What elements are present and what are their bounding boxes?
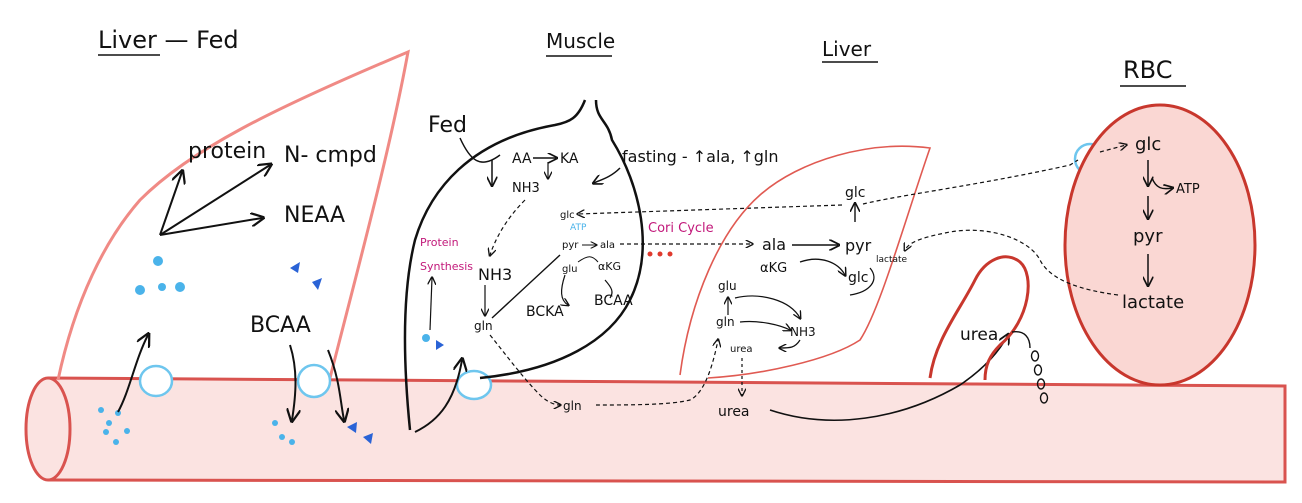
liver-glu: glu bbox=[718, 279, 737, 293]
blood-gln: gln bbox=[563, 399, 582, 413]
fasting-label: fasting - ↑ala, ↑gln bbox=[622, 147, 779, 166]
liver-fed-arrows bbox=[159, 165, 270, 236]
fed-label: Fed bbox=[428, 113, 467, 138]
liver-fast-organ bbox=[679, 145, 932, 379]
glc-to-muscle-arrow bbox=[578, 204, 843, 214]
cori-dots bbox=[647, 251, 673, 257]
bcaa-arc-right bbox=[604, 279, 613, 299]
blood-urea: urea bbox=[718, 404, 750, 420]
glc-arc bbox=[849, 267, 875, 296]
liver-gln: gln bbox=[716, 315, 735, 329]
rbc-lactate: lactate bbox=[1122, 292, 1184, 313]
protein-synthesis-1: Protein bbox=[420, 236, 459, 249]
heading-rbc-text: RBC bbox=[1123, 56, 1172, 84]
transamination-arc bbox=[577, 256, 599, 263]
heading-muscle: Muscle bbox=[546, 29, 615, 57]
nh3-to-urea-arrow bbox=[780, 339, 801, 348]
kidney-organ bbox=[928, 255, 1030, 381]
muscle-cell bbox=[403, 99, 644, 431]
nh3-dashed-arrow bbox=[490, 199, 526, 255]
liver-fed-organ bbox=[56, 49, 410, 381]
muscle-bcka: BCKA bbox=[526, 304, 564, 320]
heading-muscle-text: Muscle bbox=[546, 29, 615, 53]
heading-rbc: RBC bbox=[1120, 56, 1186, 87]
heading-liver-fed: Liver — Fed bbox=[98, 26, 239, 56]
muscle-pyr: pyr bbox=[562, 240, 579, 251]
gln-line bbox=[491, 254, 561, 319]
muscle-aa-label: AA bbox=[512, 151, 532, 167]
liver-akg: αKG bbox=[760, 261, 787, 276]
protein-synthesis-2: Synthesis bbox=[420, 260, 473, 273]
blood-vessel bbox=[24, 376, 1287, 484]
muscle-nh3-top: NH3 bbox=[512, 181, 540, 196]
rbc-cell bbox=[1063, 103, 1257, 387]
glu-to-nh3-arrow bbox=[734, 295, 800, 318]
gln-to-nh3-arrow bbox=[739, 320, 790, 330]
n-cmpd-label: N- cmpd bbox=[284, 143, 377, 168]
muscle-bcaa: BCAA bbox=[594, 293, 633, 309]
protein-label: protein bbox=[188, 139, 266, 164]
cori-cycle-label: Cori Cycle bbox=[648, 221, 714, 236]
muscle-ala: ala bbox=[600, 240, 615, 251]
bcaa-label: BCAA bbox=[250, 313, 311, 338]
fasting-arrow bbox=[594, 167, 621, 183]
vessel-opening bbox=[24, 376, 72, 482]
rbc-atp-arrow bbox=[1151, 177, 1172, 189]
liver-glc-to-rbc-line bbox=[862, 159, 1079, 205]
heading-liver: Liver bbox=[822, 37, 878, 63]
gln-to-blood-arrow bbox=[489, 334, 560, 405]
urine-drops-icon bbox=[1030, 350, 1049, 404]
fed-curve bbox=[459, 137, 501, 163]
muscle-glu: glu bbox=[562, 264, 577, 275]
liver-nh3: NH3 bbox=[790, 325, 816, 339]
muscle-ka-label: KA bbox=[560, 151, 579, 167]
liver-ala: ala bbox=[762, 235, 786, 254]
rbc-pyr: pyr bbox=[1133, 226, 1163, 247]
liver-pyr: pyr bbox=[845, 236, 872, 255]
heading-liver-text: Liver bbox=[822, 37, 872, 61]
bcaa-arc-left bbox=[562, 274, 568, 305]
kidney-urea: urea bbox=[960, 325, 998, 345]
glc-into-rbc-arrow bbox=[1099, 145, 1126, 153]
urea-to-kidney-arrow bbox=[769, 335, 1008, 421]
liver-glc: glc bbox=[845, 185, 865, 201]
liver-glc2: glc bbox=[848, 270, 868, 286]
protein-synthesis-arrow bbox=[430, 278, 432, 331]
rbc-atp: ATP bbox=[1176, 182, 1200, 197]
transport-arrows bbox=[117, 335, 462, 433]
neaa-label: NEAA bbox=[284, 203, 345, 228]
muscle-gln: gln bbox=[474, 319, 493, 333]
akg-arc bbox=[799, 258, 845, 275]
lactate-to-liver-arrow bbox=[905, 229, 1119, 296]
kidney-out-curve bbox=[1011, 331, 1031, 349]
muscle-glc: glc bbox=[560, 210, 575, 221]
gln-to-liver-arrow bbox=[595, 340, 718, 406]
liver-urea-small: urea bbox=[730, 344, 753, 355]
liver-lactate: lactate bbox=[876, 255, 908, 265]
muscle-nh3-mid: NH3 bbox=[478, 265, 512, 284]
molecule-dot-icon bbox=[98, 256, 430, 445]
molecule-triangle-icon bbox=[290, 262, 444, 444]
muscle-atp: ATP bbox=[570, 223, 587, 233]
heading-liver-fed-text: Liver — Fed bbox=[98, 26, 239, 54]
muscle-akg: αKG bbox=[598, 260, 621, 273]
rbc-glc: glc bbox=[1135, 134, 1161, 155]
transporter-circle-icon bbox=[138, 142, 1107, 401]
